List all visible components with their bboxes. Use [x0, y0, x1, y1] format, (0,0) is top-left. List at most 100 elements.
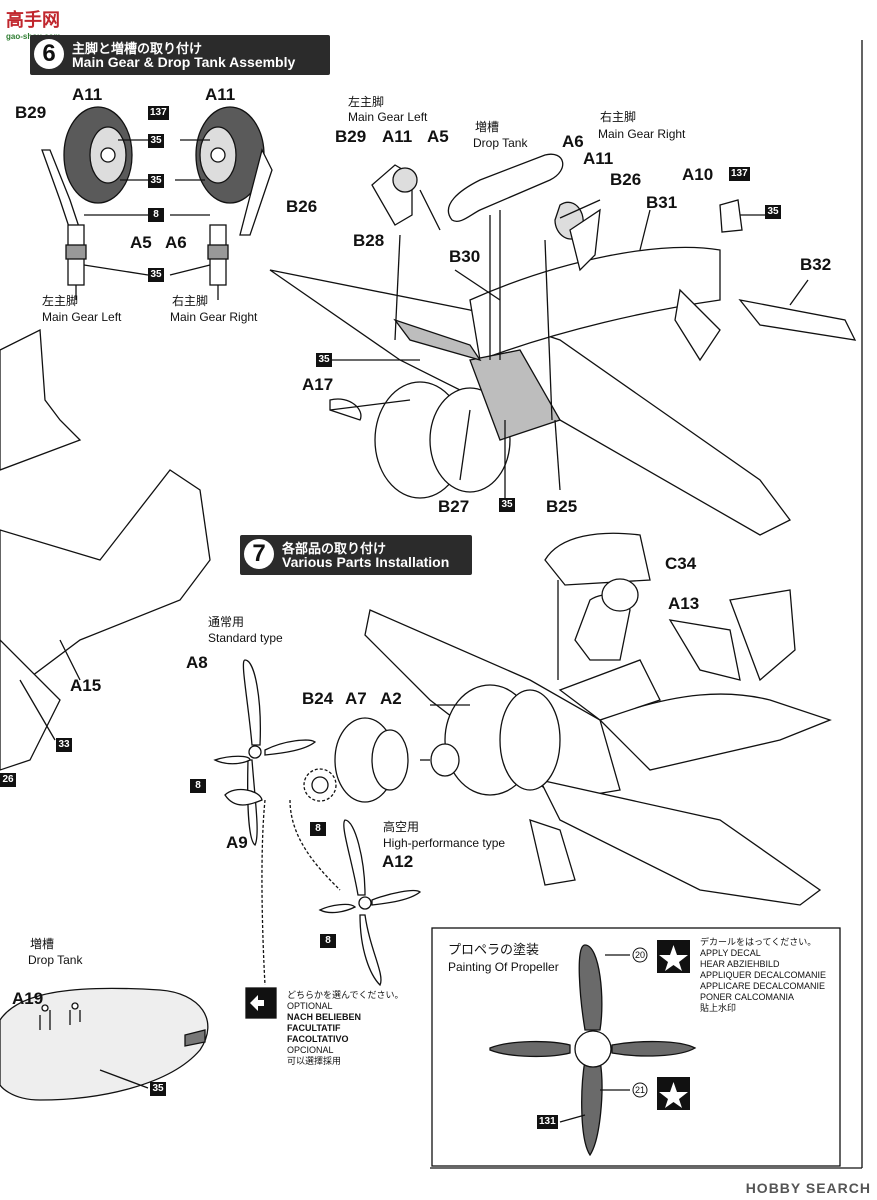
part-label-b25: B25	[546, 497, 578, 516]
propeller-high-en: High-performance type	[383, 836, 506, 850]
main-gear-left-en: Main Gear Left	[42, 310, 122, 324]
optional-text-line: どちらかを選んでください。	[287, 990, 404, 1000]
color-code-badge: 35	[148, 268, 164, 282]
footer-watermark: HOBBY SEARCH	[745, 1180, 871, 1196]
aircraft-bottom-view	[269, 153, 857, 536]
part-label-a11: A11	[72, 85, 103, 104]
optional-text-line: FACULTATIF	[287, 1023, 341, 1033]
drop-tank-jp: 増槽	[30, 937, 55, 951]
part-label-c34: C34	[665, 554, 697, 573]
decal-text-line: デカールをはってください。	[700, 937, 817, 947]
decal-text-line: HEAR ABZIEHBILD	[700, 959, 780, 969]
propeller-standard-drawing	[213, 659, 317, 846]
drop-tank-en: Drop Tank	[473, 136, 528, 150]
part-label-b29: B29	[15, 103, 47, 122]
part-label-b30: B30	[449, 247, 481, 266]
propeller-standard-en: Standard type	[208, 631, 283, 645]
painting-title-en: Painting Of Propeller	[448, 960, 559, 974]
color-code-badge: 35	[316, 353, 332, 367]
color-code-badge: 26	[0, 773, 16, 787]
part-label-b24: B24	[302, 689, 334, 708]
main-gear-right-en: Main Gear Right	[598, 127, 686, 141]
step7-title-en: Various Parts Installation	[282, 554, 450, 570]
color-code-badge: 8	[148, 208, 164, 222]
optional-text-block: どちらかを選んでください。 OPTIONAL NACH BELIEBEN FAC…	[287, 990, 404, 1067]
part-label-a9: A9	[226, 833, 248, 852]
optional-text-line: OPCIONAL	[287, 1045, 334, 1055]
painting-title-jp: プロペラの塗装	[448, 942, 540, 957]
color-code-circle: 21	[634, 1085, 645, 1095]
aircraft-assembled-view	[303, 532, 832, 906]
drop-tank-drawing	[0, 987, 209, 1101]
color-code-badge: 33	[56, 738, 72, 752]
part-label-a10: A10	[682, 165, 714, 184]
part-label-a5: A5	[130, 233, 152, 252]
propeller-high-jp: 高空用	[383, 820, 420, 834]
color-code-badge: 137	[729, 167, 750, 181]
part-label-a12: A12	[382, 852, 414, 871]
part-label-a7: A7	[345, 689, 367, 708]
decal-text-line: PONER CALCOMANIA	[700, 992, 795, 1002]
step6-header: 6 主脚と増槽の取り付け Main Gear & Drop Tank Assem…	[30, 35, 330, 75]
step6-number: 6	[34, 39, 64, 69]
fuselage-side-partial	[0, 328, 211, 771]
part-label-a11: A11	[382, 127, 413, 146]
part-label-a6: A6	[165, 233, 187, 252]
color-code-badge: 137	[148, 106, 169, 120]
part-label-b29: B29	[335, 127, 367, 146]
optional-text-line: 可以選擇採用	[287, 1056, 342, 1066]
color-code-badge: 35	[150, 1082, 166, 1096]
drop-tank-jp: 増槽	[475, 120, 500, 134]
step6-title-en: Main Gear & Drop Tank Assembly	[72, 54, 296, 70]
color-code-badge: 35	[499, 498, 515, 512]
part-label-a11: A11	[205, 85, 236, 104]
step7-header: 7 各部品の取り付け Various Parts Installation	[240, 535, 472, 575]
part-label-a2: A2	[380, 689, 402, 708]
decal-star-icon-2	[657, 1077, 690, 1110]
main-gear-right-drawing	[195, 106, 273, 300]
color-code-badge: 131	[537, 1115, 558, 1129]
logo-brand: 高手网	[6, 10, 60, 30]
part-label-b28: B28	[353, 231, 385, 250]
decal-text-line: APPLICARE DECALCOMANIE	[700, 981, 826, 991]
optional-text-line: NACH BELIEBEN	[287, 1012, 362, 1022]
main-gear-right-jp: 右主脚	[172, 294, 209, 308]
step7-number: 7	[244, 539, 274, 569]
part-label-a8: A8	[186, 653, 208, 672]
part-label-b27: B27	[438, 497, 470, 516]
propeller-standard-jp: 通常用	[208, 615, 245, 629]
step7-title-jp: 各部品の取り付け	[282, 541, 387, 556]
main-gear-left-jp: 左主脚	[348, 95, 385, 109]
color-code-badge: 35	[148, 134, 164, 148]
part-label-a13: A13	[668, 594, 700, 613]
decal-text-line: APPLIQUER DECALCOMANIE	[700, 970, 827, 980]
optional-text-line: FACOLTATIVO	[287, 1034, 349, 1044]
part-label-a17: A17	[302, 375, 334, 394]
part-label-b31: B31	[646, 193, 678, 212]
propeller-high-performance-drawing	[261, 799, 422, 987]
part-label-b26: B26	[610, 170, 642, 189]
part-label-a5: A5	[427, 127, 449, 146]
part-label-a19: A19	[12, 989, 44, 1008]
decal-text-line: APPLY DECAL	[700, 948, 761, 958]
decal-text-line: 貼上水印	[700, 1003, 737, 1013]
part-label-a15: A15	[70, 676, 102, 695]
color-code-badge: 8	[320, 934, 336, 948]
color-code-badge: 8	[310, 822, 326, 836]
drop-tank-en: Drop Tank	[28, 953, 83, 967]
color-code-badge: 35	[148, 174, 164, 188]
part-label-a6: A6	[562, 132, 584, 151]
color-code-badge: 35	[765, 205, 781, 219]
main-gear-left-en: Main Gear Left	[348, 110, 428, 124]
part-label-b32: B32	[800, 255, 832, 274]
decal-star-icon-1	[657, 940, 690, 973]
part-label-b26: B26	[286, 197, 318, 216]
step6-title-jp: 主脚と増槽の取り付け	[72, 41, 203, 56]
propeller-painting-diagram	[489, 944, 697, 1157]
part-label-a11: A11	[583, 149, 614, 168]
main-gear-right-jp: 右主脚	[600, 110, 637, 124]
main-gear-left-jp: 左主脚	[42, 294, 79, 308]
color-code-badge: 8	[190, 779, 206, 793]
color-code-circle: 20	[634, 950, 645, 960]
